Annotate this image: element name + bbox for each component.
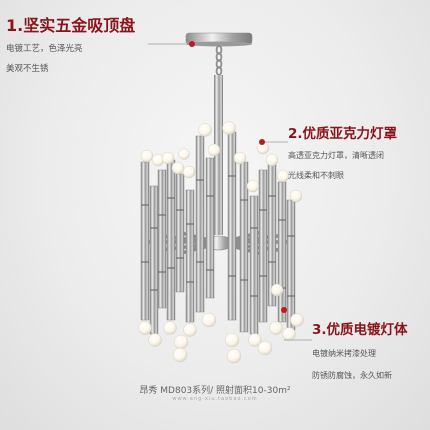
callout-lamp-body: 3.优质电镀灯体 电镀纳米拷漆处理 防锈防腐蚀，永久如新 (312, 318, 408, 382)
callout-line: 高透亚克力灯罩，清晰透闭 (288, 151, 384, 160)
callout-line: 电镀纳米拷漆处理 (312, 349, 376, 358)
down-rod (214, 75, 223, 235)
chain (215, 45, 223, 76)
bamboo-tubes (140, 131, 296, 335)
callout-lampshade: 2.优质亚克力灯罩 高透亚克力灯罩，清晰透闭 光线柔和不刺眼 (288, 122, 397, 182)
store-watermark: www.ang-xiu.taobao.com (172, 396, 258, 402)
callout-title: 3.优质电镀灯体 (312, 322, 408, 338)
callout-line: 防锈防腐蚀，永久如新 (312, 371, 392, 380)
leader-lines (148, 43, 312, 341)
callout-line: 电镀工艺，色泽光亮 (6, 44, 83, 54)
product-caption: 昂秀 MD803系列/ 照射面积10-30m² (139, 386, 291, 396)
callout-canopy: 1.坚实五金吸顶盘 电镀工艺，色泽光亮 美观不生锈 (6, 12, 135, 76)
callout-markers (189, 41, 287, 313)
callout-line: 美观不生锈 (6, 64, 49, 74)
callout-title: 1.坚实五金吸顶盘 (6, 16, 136, 35)
callout-title: 2.优质亚克力灯罩 (288, 126, 398, 142)
callout-line: 光线柔和不刺眼 (288, 171, 344, 180)
bulbs (138, 121, 304, 364)
